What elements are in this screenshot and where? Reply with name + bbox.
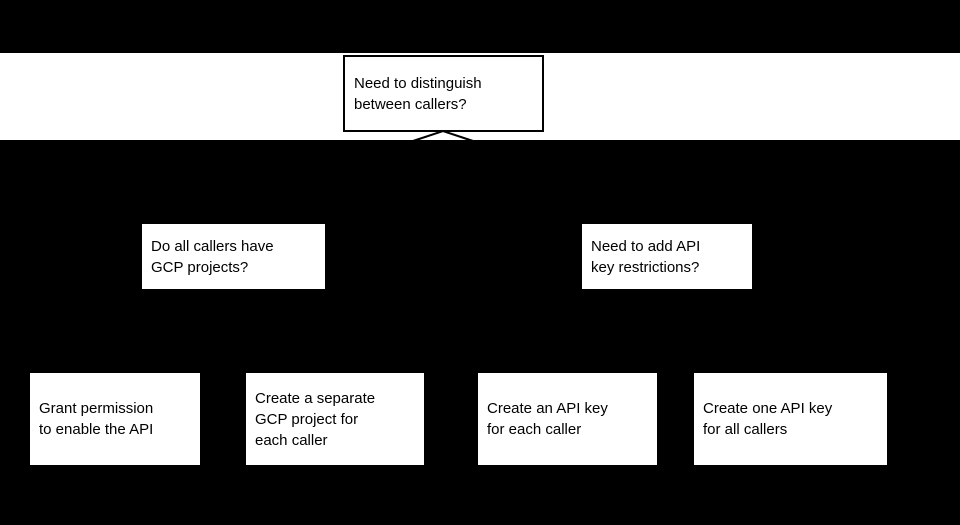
node-label: Create one API key for all callers bbox=[703, 400, 833, 438]
node-label: Create an API key for each caller bbox=[487, 400, 608, 438]
node-label: Need to add API key restrictions? bbox=[591, 237, 701, 276]
decision-need-distinguish-callers: Need to distinguish between callers? bbox=[343, 55, 544, 132]
action-create-separate-gcp-project: Create a separate GCP project for each c… bbox=[246, 373, 424, 465]
node-label: Do all callers have GCP projects? bbox=[151, 237, 274, 276]
decision-api-key-restrictions: Need to add API key restrictions? bbox=[582, 224, 752, 289]
node-label: Need to distinguish between callers? bbox=[354, 74, 482, 113]
node-label: Create a separate GCP project for each c… bbox=[255, 389, 376, 449]
node-label: Grant permission to enable the API bbox=[39, 400, 154, 438]
decision-callers-have-gcp-projects: Do all callers have GCP projects? bbox=[142, 224, 325, 289]
action-create-one-api-key-all-callers: Create one API key for all callers bbox=[694, 373, 887, 465]
diamond-tip-connector-icon bbox=[412, 129, 474, 142]
action-create-api-key-each-caller: Create an API key for each caller bbox=[478, 373, 657, 465]
action-grant-permission-enable-api: Grant permission to enable the API bbox=[30, 373, 200, 465]
